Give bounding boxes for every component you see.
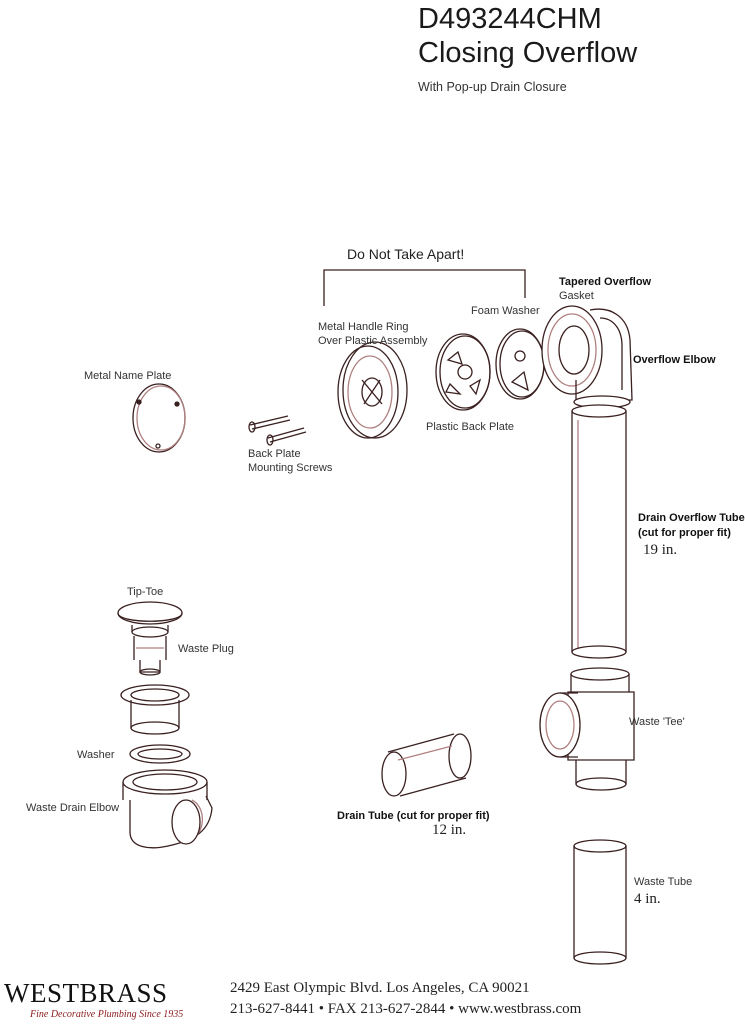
label-drain-overflow-cut: (cut for proper fit) [638, 527, 731, 539]
tip-toe-part [117, 601, 183, 638]
waste-plug-part [133, 636, 167, 676]
drain-flange-part [120, 684, 190, 735]
company-contact: 213-627-8441 • FAX 213-627-2844 • www.we… [230, 1001, 582, 1017]
label-washer: Washer [77, 749, 115, 761]
assembly-bracket [323, 269, 526, 306]
plastic-back-plate-part [435, 333, 491, 411]
label-waste-tee: Waste 'Tee' [629, 716, 685, 728]
washer-part [129, 744, 191, 764]
label-waste-tube-length: 4 in. [634, 891, 661, 907]
label-waste-drain-elbow: Waste Drain Elbow [26, 802, 120, 814]
overflow-elbow-part [541, 305, 633, 409]
label-waste-tube: Waste Tube [634, 876, 693, 888]
label-tip-toe: Tip-Toe [127, 586, 164, 598]
label-drain-tube: Drain Tube (cut for proper fit) [337, 810, 490, 822]
label-foam-washer: Foam Washer [471, 305, 540, 317]
label-overflow-elbow: Overflow Elbow [633, 354, 716, 366]
metal-name-plate-part [132, 383, 186, 453]
model-number: D493244CHM [418, 3, 602, 35]
label-gasket: Gasket [559, 290, 594, 302]
label-drain-overflow-length: 19 in. [643, 542, 678, 558]
label-metal-name-plate: Metal Name Plate [84, 370, 172, 382]
company-address: 2429 East Olympic Blvd. Los Angeles, CA … [230, 980, 530, 996]
label-drain-tube-length: 12 in. [432, 822, 467, 838]
brand-logo: WESTBRASS [4, 978, 168, 1008]
label-back-plate: Back Plate [248, 448, 301, 460]
drain-tube-part [381, 733, 472, 797]
handle-ring-part [337, 341, 408, 439]
brand-tagline: Fine Decorative Plumbing Since 1935 [30, 1009, 184, 1020]
label-plastic-back-plate: Plastic Back Plate [426, 421, 515, 433]
label-metal-handle-ring: Metal Handle Ring [318, 321, 409, 333]
label-drain-overflow-tube: Drain Overflow Tube [638, 512, 745, 524]
do-not-take-apart-warning: Do Not Take Apart! [347, 246, 465, 262]
label-over-plastic-assembly: Over Plastic Assembly [318, 335, 428, 347]
label-mounting-screws: Mounting Screws [248, 462, 333, 474]
label-tapered-overflow: Tapered Overflow [559, 276, 652, 288]
label-waste-plug: Waste Plug [178, 643, 234, 655]
waste-drain-elbow-part [122, 769, 213, 849]
drain-overflow-tube-part [571, 404, 627, 659]
mounting-screws-part [248, 415, 307, 446]
foam-washer-part [495, 328, 545, 400]
page-subtitle: With Pop-up Drain Closure [418, 80, 567, 94]
page-title: Closing Overflow [418, 37, 638, 69]
waste-tee-part [539, 667, 635, 791]
waste-tube-part [573, 839, 627, 965]
